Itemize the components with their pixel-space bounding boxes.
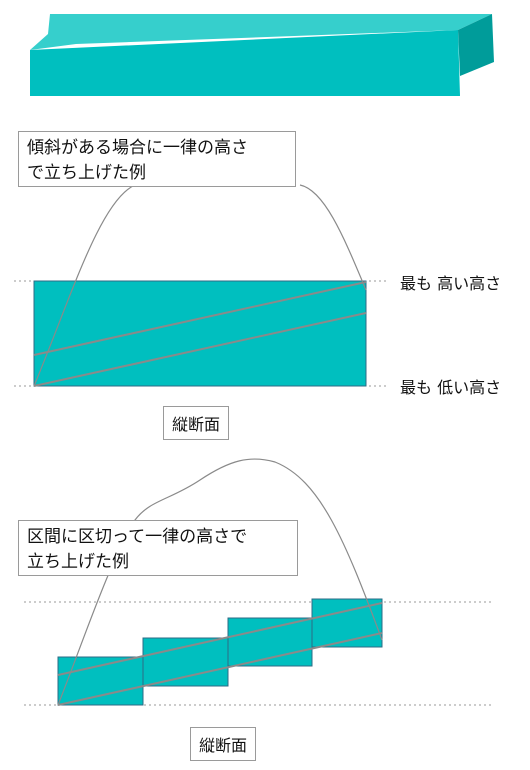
wall-section-1 <box>57 656 144 706</box>
top-callout-line1: 傾斜がある場合に一律の高さ <box>27 138 248 158</box>
callout-leader-line <box>33 184 367 387</box>
uniform-height-wall <box>33 280 367 387</box>
highest-height-label: 最も 高い高さ <box>400 274 502 293</box>
bottom-callout-line2: 立ち上げた例 <box>27 552 129 572</box>
top-cross-section <box>14 184 388 387</box>
top-callout-line2: で立ち上げた例 <box>27 163 146 183</box>
top-slope-line-2 <box>57 602 383 676</box>
top-section-label: 縦断面 <box>163 406 230 440</box>
barrier-3d-illustration <box>30 14 494 96</box>
ground-slope-line <box>33 312 367 387</box>
top-slope-line <box>33 281 367 356</box>
barrier-top-face <box>30 14 492 50</box>
bottom-callout-line1: 区間に区切って一律の高さで <box>27 527 248 547</box>
lowest-height-label: 最も 低い高さ <box>400 378 502 397</box>
wall-section-4 <box>311 598 383 648</box>
bottom-callout: 区間に区切って一律の高さで 立ち上げた例 <box>18 520 298 576</box>
bottom-cross-section <box>24 458 494 706</box>
ground-slope-line-2 <box>57 632 383 706</box>
callout-leader-line-2 <box>57 458 383 706</box>
wall-section-2 <box>142 637 229 687</box>
bottom-section-label: 縦断面 <box>190 727 257 761</box>
barrier-front-face <box>30 30 460 96</box>
barrier-end-face <box>458 14 494 76</box>
top-callout: 傾斜がある場合に一律の高さ で立ち上げた例 <box>18 131 296 187</box>
